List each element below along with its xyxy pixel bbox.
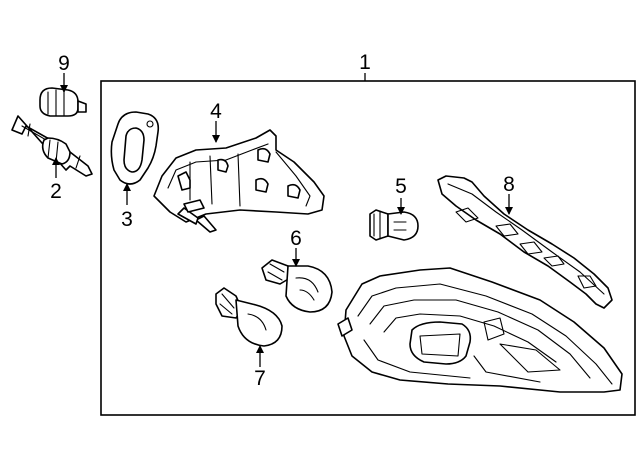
part-6-bulb — [261, 259, 333, 313]
part-4-bulb-carrier — [153, 129, 325, 233]
callout-2: 2 — [50, 180, 62, 203]
part-9-bulb-socket — [39, 87, 87, 117]
part-7-bulb — [215, 287, 283, 347]
part-1-tail-lamp — [337, 267, 623, 393]
part-8-trim-panel — [437, 175, 613, 309]
callout-5: 5 — [395, 175, 407, 198]
callout-1: 1 — [359, 51, 371, 74]
callout-8: 8 — [503, 173, 515, 196]
callout-6: 6 — [290, 227, 302, 250]
callout-9: 9 — [58, 52, 70, 75]
part-5-bulb — [369, 209, 419, 241]
callout-7: 7 — [254, 367, 266, 390]
part-2-socket-harness — [11, 115, 93, 177]
callout-3: 3 — [121, 208, 133, 231]
part-3-gasket — [110, 111, 160, 185]
callout-4: 4 — [210, 100, 222, 123]
